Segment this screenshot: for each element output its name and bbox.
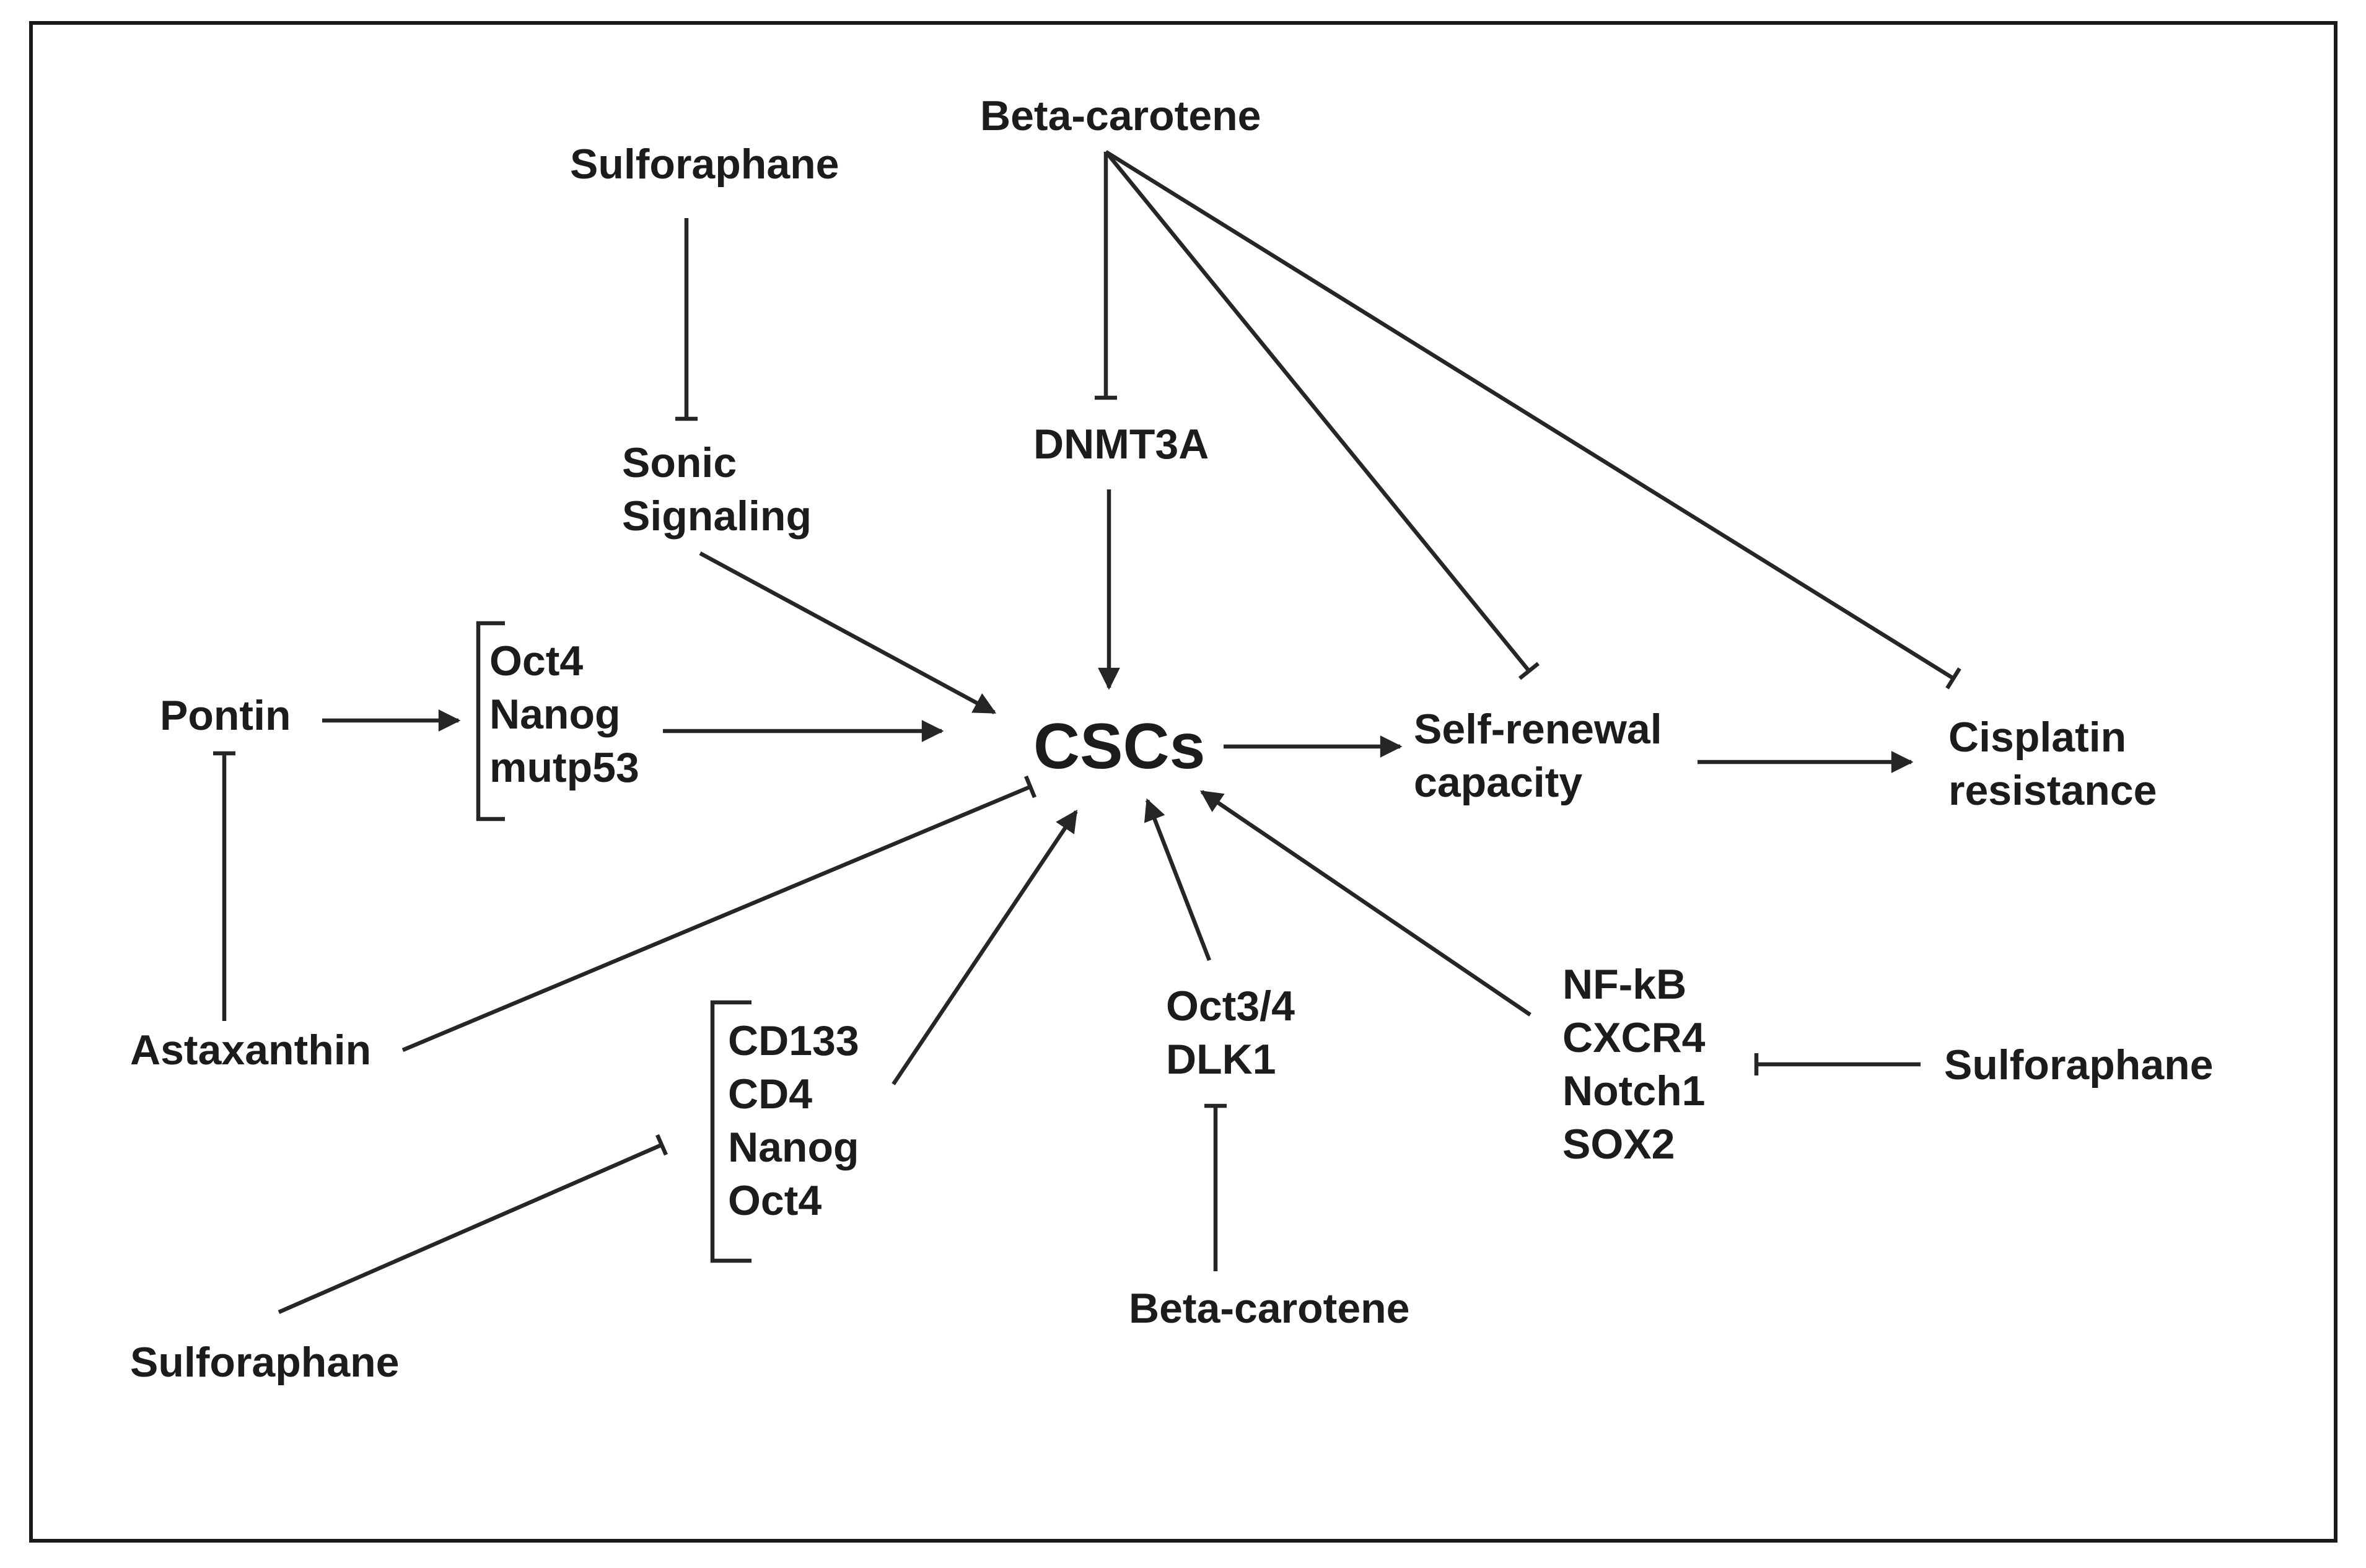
sulforaphane-right-label: Sulforaphane <box>1944 1041 2214 1088</box>
group2-item-cd133: CD133 <box>728 1017 859 1064</box>
edge-beta-carotene-inhibits-cisplatin <box>1105 150 1955 680</box>
edge-sonic-to-cscs <box>699 551 997 714</box>
beta-carotene-bottom-label: Beta-carotene <box>1129 1285 1410 1332</box>
group1-item-nanog: Nanog <box>489 691 621 738</box>
group4-item-nfkb: NF-kB <box>1562 961 1686 1008</box>
sulforaphane-top-label: Sulforaphane <box>570 141 839 188</box>
bracket-group1 <box>476 621 505 821</box>
edge-group4-to-cscs <box>1200 790 1531 1017</box>
sulforaphane-bottom-label: Sulforaphane <box>130 1339 400 1386</box>
cscs-label: CSCs <box>1033 711 1205 782</box>
tbar-cscs-astaxanthin <box>1023 775 1037 799</box>
dnmt3a-label: DNMT3A <box>1033 421 1209 468</box>
group2-item-oct4: Oct4 <box>728 1177 822 1224</box>
diagram-frame <box>29 21 2338 1543</box>
group3-item-dlk1: DLK1 <box>1166 1036 1276 1083</box>
group2-item-nanog: Nanog <box>728 1124 859 1171</box>
group3-item-oct3-4: Oct3/4 <box>1166 983 1295 1030</box>
edge-group2-to-cscs <box>892 810 1078 1085</box>
cisplatin-label-line2: resistance <box>1948 767 2157 814</box>
beta-carotene-top-label: Beta-carotene <box>980 92 1261 139</box>
group1-item-mutp53: mutp53 <box>489 744 639 791</box>
pontin-label: Pontin <box>160 692 291 739</box>
tbar-cisplatin <box>1945 667 1961 690</box>
edge-astaxanthin-inhibits-cscs <box>401 785 1032 1052</box>
group4-item-notch1: Notch1 <box>1562 1067 1705 1115</box>
sonic-signaling-label-line1: Sonic <box>622 439 737 486</box>
astaxanthin-label: Astaxanthin <box>130 1027 371 1074</box>
self-renewal-label-line2: capacity <box>1414 759 1582 806</box>
group1-item-oct4: Oct4 <box>489 637 583 685</box>
bracket-group2 <box>710 1000 751 1263</box>
self-renewal-label-line1: Self-renewal <box>1414 706 1662 753</box>
sonic-signaling-label-line2: Signaling <box>622 493 812 540</box>
edge-beta-carotene-inhibits-self-renewal <box>1104 150 1531 673</box>
cisplatin-label-line1: Cisplatin <box>1948 714 2126 761</box>
edge-sulforaphane-inhibits-group2 <box>278 1143 663 1314</box>
group2-item-cd4: CD4 <box>728 1071 812 1118</box>
edge-group3-to-cscs <box>1144 798 1212 961</box>
tbar-self-renewal <box>1518 662 1540 680</box>
group4-item-sox2: SOX2 <box>1562 1121 1675 1168</box>
group4-item-cxcr4: CXCR4 <box>1562 1014 1706 1061</box>
tbar-group2 <box>655 1134 668 1156</box>
